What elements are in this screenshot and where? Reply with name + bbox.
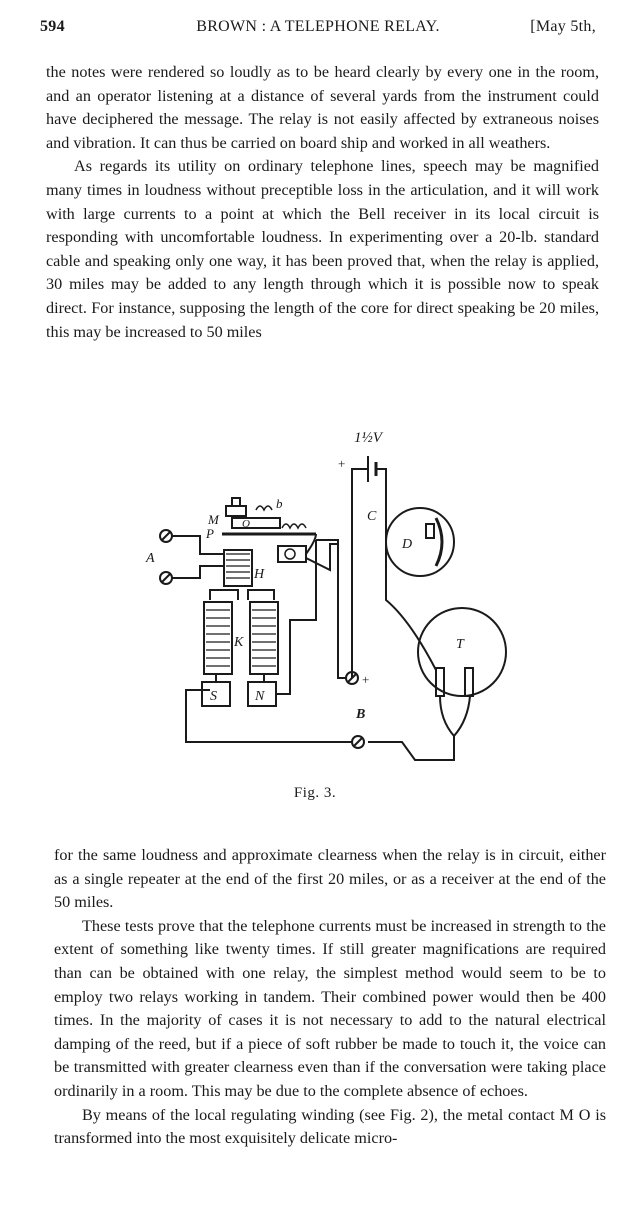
label-D: D (401, 537, 412, 552)
wire-A-top (172, 535, 224, 555)
running-header: 594 BROWN : A TELEPHONE RELAY. [May 5th, (40, 16, 596, 42)
regulator (277, 545, 307, 563)
text-block-top: the notes were rendered so loudly as to … (46, 61, 599, 344)
coil-H (223, 549, 253, 587)
label-P: P (205, 526, 214, 541)
text-block-bottom: for the same loudness and approximate cl… (54, 844, 606, 1151)
label-K: K (233, 635, 244, 650)
figure-caption: Fig. 3. (293, 785, 337, 801)
wire-plus-to-relay (316, 539, 346, 679)
sounder-diaphragm (434, 517, 444, 567)
coil-K-right (249, 601, 279, 675)
wire-coil-right (276, 540, 317, 695)
paragraph: the notes were rendered so loudly as to … (46, 63, 599, 152)
label-S: S (210, 689, 217, 704)
wire-receiver-return (368, 736, 455, 761)
paragraph: By means of the local regulating winding… (54, 1105, 606, 1148)
regulating-winding (281, 523, 307, 530)
spring-b (255, 505, 273, 512)
label-B: B (355, 707, 365, 722)
wire-A-bottom (172, 565, 224, 579)
receiver-head-band (417, 607, 507, 697)
label-plus-top: + (338, 456, 345, 471)
circuit-diagram: 1½V + C D T B + M O b P A (145, 430, 507, 761)
paragraph: These tests prove that the telephone cur… (54, 916, 606, 1100)
sounder-D (385, 507, 455, 577)
contact-screw (225, 505, 247, 517)
label-O: O (242, 518, 250, 530)
yoke-left (209, 589, 239, 600)
label-plus-bottom: + (362, 672, 369, 687)
wire-D-to-T (385, 570, 437, 671)
yoke-right (247, 589, 275, 600)
label-N: N (254, 689, 265, 704)
wire-battery-left (351, 468, 368, 678)
label-T: T (456, 637, 465, 652)
receiver-cord (439, 695, 471, 738)
label-b: b (276, 496, 283, 511)
wire-regulator (305, 543, 338, 572)
running-title: BROWN : A TELEPHONE RELAY. (196, 18, 440, 35)
label-voltage: 1½V (354, 430, 384, 446)
sounder-magnet (425, 523, 435, 539)
coil-K-left (203, 601, 233, 675)
earpiece-right (464, 667, 474, 697)
wire-battery-right (376, 468, 387, 530)
page-number: 594 (40, 18, 65, 35)
label-C: C (367, 509, 377, 524)
label-H: H (253, 567, 265, 582)
header-date: [May 5th, (530, 18, 596, 35)
contact-O (231, 517, 281, 529)
paragraph: As regards its utility on ordinary telep… (46, 157, 599, 341)
label-M: M (207, 512, 220, 527)
label-A: A (145, 551, 155, 566)
paragraph: for the same loudness and approximate cl… (54, 846, 606, 912)
wire-bottom-loop (185, 689, 352, 743)
